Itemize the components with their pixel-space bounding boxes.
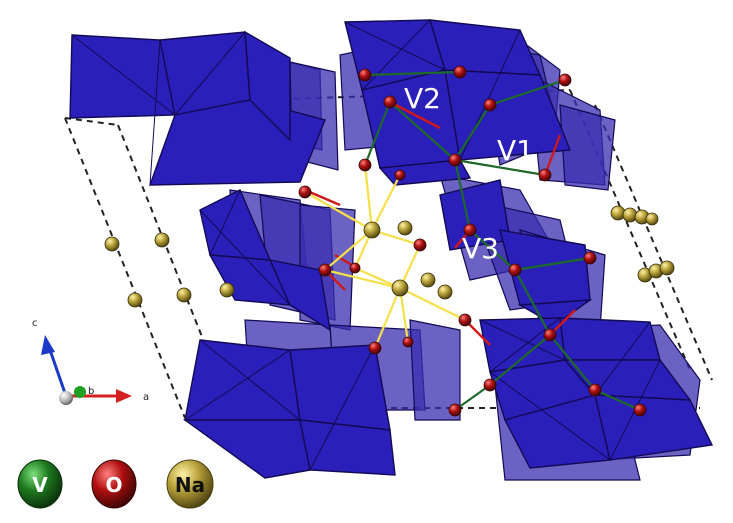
legend-item-vanadium: V <box>17 459 63 509</box>
sodium-sphere-icon <box>166 459 214 509</box>
axis-triad: a b c <box>32 318 149 405</box>
legend-label-sodium: Na <box>175 473 205 497</box>
polyhedra-facet-edges <box>71 19 661 471</box>
legend-label-vanadium: V <box>32 473 48 497</box>
oxygen-atoms <box>298 65 647 417</box>
legend-item-sodium: Na <box>166 459 214 509</box>
axis-c-line <box>48 349 68 397</box>
vanadium-sphere-icon <box>17 459 63 509</box>
axis-b-marker <box>74 386 86 398</box>
site-label-v3: V3 <box>462 232 499 265</box>
sodium-atoms <box>104 205 675 308</box>
site-label-v1: V1 <box>497 134 534 167</box>
axis-label-b: b <box>88 386 94 397</box>
axis-a-arrow-icon <box>116 389 132 403</box>
site-label-v2: V2 <box>404 82 441 115</box>
legend-label-oxygen: O <box>105 473 122 497</box>
axis-c-arrow-icon <box>41 335 55 355</box>
axis-label-a: a <box>143 392 149 403</box>
axis-label-c: c <box>32 318 38 329</box>
v-o-bonds <box>363 70 641 412</box>
legend-item-oxygen: O <box>91 459 137 509</box>
element-legend: V O Na <box>17 459 214 509</box>
axis-origin-marker <box>59 391 73 405</box>
oxygen-sphere-icon <box>91 459 137 509</box>
